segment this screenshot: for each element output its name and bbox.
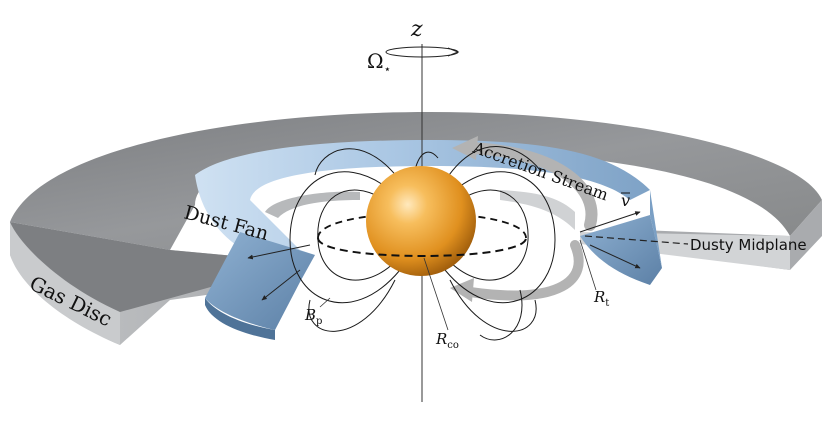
field-line bbox=[314, 148, 399, 179]
field-arrows bbox=[247, 211, 641, 301]
field-line bbox=[449, 189, 529, 281]
star bbox=[366, 166, 476, 276]
accretion-stream bbox=[450, 136, 598, 302]
inner-disc-ledge bbox=[265, 191, 360, 218]
field-line bbox=[444, 171, 556, 304]
dust-fan-right-wedge bbox=[580, 215, 662, 285]
field-line bbox=[289, 171, 401, 304]
dusty-midplane-label: Dusty Midplane bbox=[690, 236, 807, 254]
omega-label: Ω⋆ bbox=[367, 49, 391, 76]
dust-fan-left-wedge bbox=[205, 232, 315, 330]
field-arrow bbox=[589, 244, 641, 269]
rotation-arrow-icon bbox=[385, 46, 460, 58]
field-line bbox=[446, 146, 541, 179]
field-line bbox=[308, 279, 396, 332]
bp-leader bbox=[319, 297, 331, 308]
velocity-label: v bbox=[621, 191, 630, 210]
dust-fan bbox=[195, 140, 662, 340]
field-line bbox=[414, 151, 439, 171]
rt-label: Rt bbox=[593, 288, 609, 309]
field-arrow bbox=[261, 269, 301, 301]
rt-leader bbox=[579, 239, 597, 291]
magnetic-field-lines bbox=[289, 146, 556, 341]
accretion-stream-arrow-upper bbox=[464, 142, 598, 231]
dusty-midplane-line bbox=[584, 235, 689, 245]
axis-z-label: z bbox=[410, 17, 423, 42]
field-arrow bbox=[247, 244, 311, 260]
accretion-stream-arrow-lower bbox=[465, 240, 584, 301]
corotation-ellipse-front bbox=[317, 237, 527, 257]
dust-fan-inner-wall bbox=[195, 140, 650, 262]
rco-label: Rco bbox=[435, 330, 459, 351]
field-line bbox=[449, 279, 537, 332]
rco-leader bbox=[423, 257, 449, 331]
bp-label: Bp bbox=[304, 306, 322, 327]
gas-disc-top-surface bbox=[10, 112, 822, 250]
field-line bbox=[479, 289, 523, 341]
velocity-arrow bbox=[579, 211, 641, 233]
